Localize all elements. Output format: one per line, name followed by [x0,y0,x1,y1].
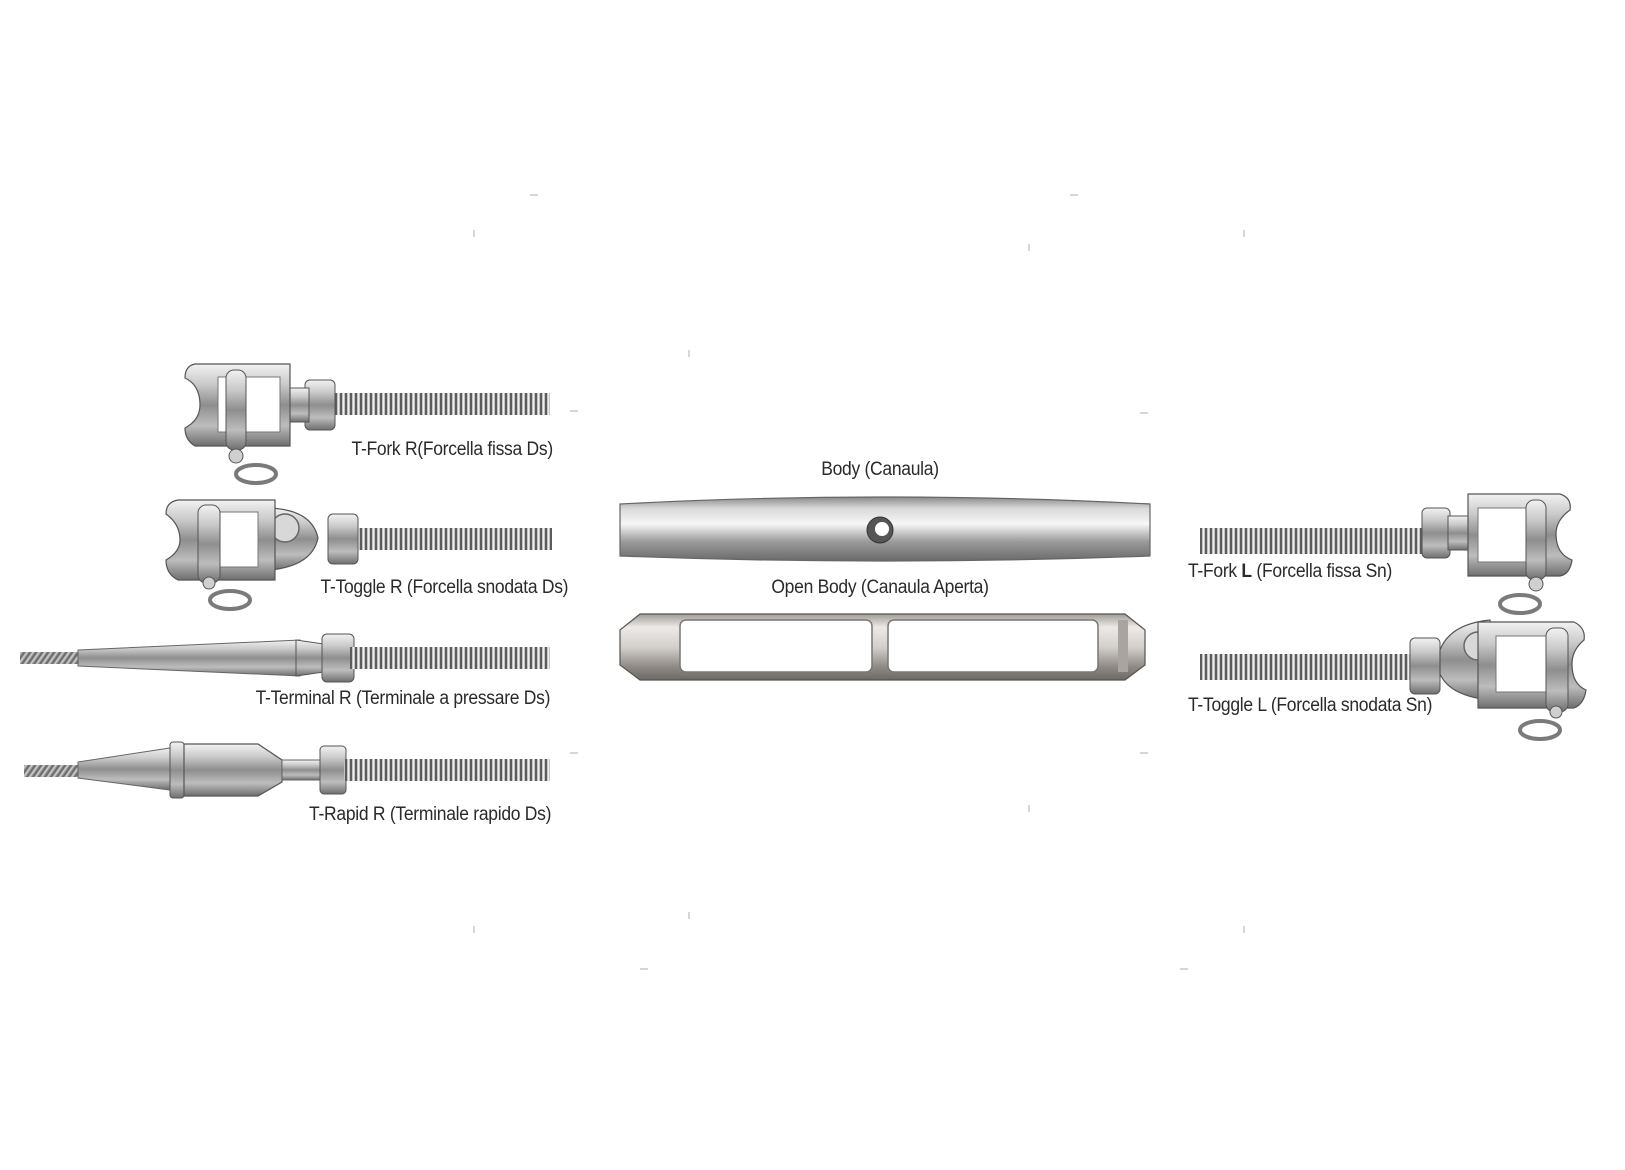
scan-mark [1140,752,1148,754]
t-terminal-r-image [20,633,550,683]
part-name: T-Terminal [255,688,335,709]
part-side: R [338,688,352,709]
scan-mark [1180,968,1188,970]
scan-mark [570,752,578,754]
part-desc: (Forcella fissa Ds) [417,439,553,460]
part-side: L [1257,695,1267,716]
scan-mark [530,194,538,196]
t-toggle-r-label: T-Toggle R (Forcella snodata Ds) [320,578,568,597]
cable [20,652,80,664]
part-side: R [405,439,418,460]
scan-mark [688,912,690,919]
t-fork-r-label: T-Fork R(Forcella fissa Ds) [351,439,554,460]
part-side: R [372,804,386,825]
scan-mark [1028,805,1030,812]
part-desc: (Forcella fissa Sn) [1256,561,1393,582]
t-terminal-r-label: T-Terminal R (Terminale a pressare Ds) [255,689,550,708]
body-label: Body (Canaula) [788,460,972,479]
scan-mark [688,350,690,357]
scan-mark [1243,926,1245,933]
t-toggle-l-label: T-Toggle L (Forcella snodata Sn) [1188,696,1432,715]
part-name: T-Rapid [308,804,369,825]
scan-mark [473,230,475,237]
scan-mark [1243,230,1245,237]
part-name: T-Toggle [1188,695,1253,716]
t-fork-r-image [184,363,550,485]
part-name: Open Body (Canaula Aperta) [771,577,989,598]
part-desc: (Terminale rapido Ds) [389,804,552,825]
scan-mark [570,410,578,412]
t-rapid-r-image [24,741,550,799]
t-toggle-l-image [1200,619,1587,741]
scan-mark [1140,412,1148,414]
open-body-image [619,613,1146,681]
part-name: Body (Canaula) [821,459,939,480]
cable [24,765,80,777]
thread [350,647,550,669]
thread [1200,654,1418,680]
part-desc: (Forcella snodata Sn) [1270,695,1433,716]
part-name: T-Fork [351,439,401,460]
t-rapid-r-label: T-Rapid R (Terminale rapido Ds) [309,805,551,824]
part-desc: (Terminale a pressare Ds) [355,688,550,709]
body-image [619,496,1151,562]
scan-mark [1070,194,1078,196]
part-side: L [1241,561,1252,582]
t-toggle-r-image [165,499,552,611]
scan-mark [640,968,648,970]
thread [344,759,550,781]
part-desc: (Forcella snodata Ds) [406,577,569,598]
scan-mark [1028,244,1030,251]
thread [350,528,552,550]
thread [1200,528,1428,554]
open-body-label: Open Body (Canaula Aperta) [733,578,1027,597]
t-fork-l-image [1200,493,1573,615]
part-side: R [389,577,403,598]
part-name: T-Toggle [320,577,386,598]
thread [328,393,550,415]
scan-mark [473,926,475,933]
part-name: T-Fork [1188,561,1237,582]
t-fork-l-label: T-Fork L (Forcella fissa Sn) [1188,562,1392,581]
